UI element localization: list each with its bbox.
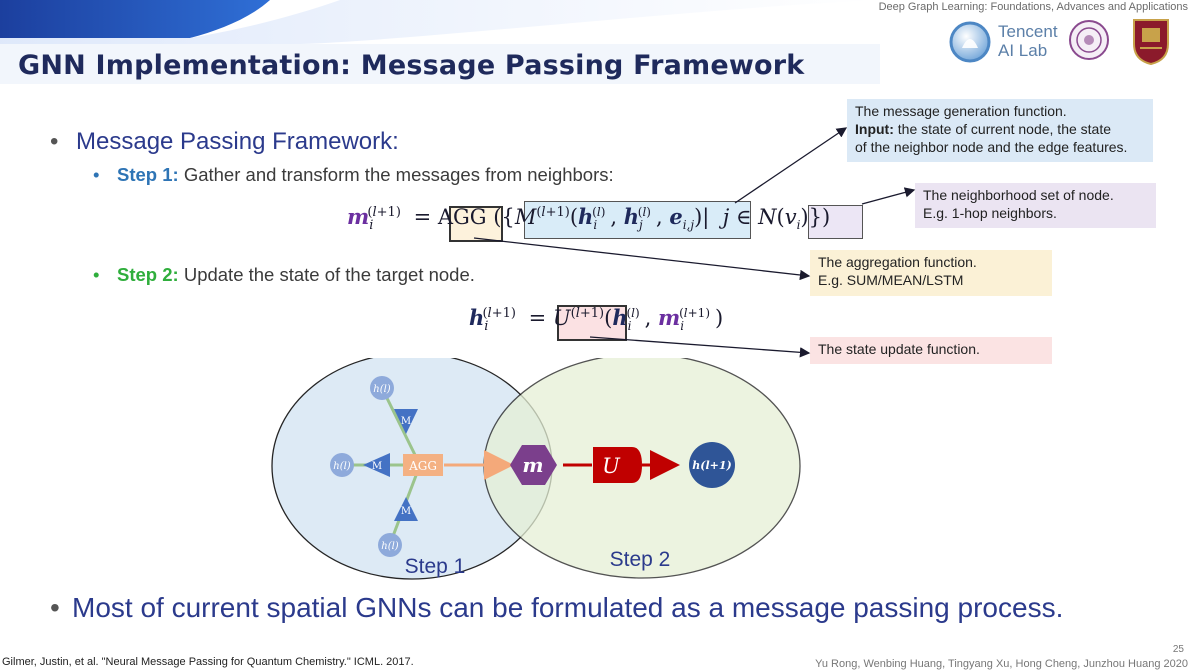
callout-update-line1: The state update function. — [818, 341, 980, 357]
update-node: U — [593, 447, 642, 483]
callout-input-text2: of the neighbor node and the edge featur… — [855, 139, 1128, 155]
step2-line: • Step 2: Update the state of the target … — [93, 264, 475, 286]
callout-aggregation-line1: The aggregation function. — [818, 254, 977, 270]
bullet-text: Message Passing Framework: — [76, 128, 399, 155]
arrow-to-update-callout — [589, 336, 811, 358]
callout-input-text: the state of current node, the state — [893, 121, 1112, 137]
logo-text-ailab: AI Lab — [998, 41, 1048, 60]
callout-input-label: Input: — [855, 121, 894, 137]
callout-message-function: The message generation function. Input: … — [847, 99, 1153, 162]
step1-text: Gather and transform the messages from n… — [178, 164, 614, 185]
callout-neighborhood-line2: E.g. 1-hop neighbors. — [923, 205, 1057, 221]
message-triangle-bottom: M — [394, 497, 418, 521]
message-passing-diagram: h(l) h(l) h(l) M M M AGG m U h(l+1) — [271, 358, 801, 580]
agg-label: AGG — [408, 459, 437, 473]
triangle-label: M — [372, 461, 382, 472]
callout-neighborhood-line1: The neighborhood set of node. — [923, 187, 1114, 203]
message-highlight-box — [524, 201, 751, 239]
message-hexagon-label: m — [522, 453, 543, 477]
agg-highlight-box — [449, 206, 503, 242]
message-hexagon: m — [510, 445, 557, 485]
agg-node: AGG — [403, 454, 443, 476]
callout-message-title: The message generation function. — [855, 103, 1067, 119]
update-highlight-box — [557, 305, 627, 341]
step1-diagram-label: Step 1 — [405, 555, 466, 578]
page-number: 25 — [1172, 644, 1184, 655]
neighborhood-highlight-box — [808, 205, 863, 239]
bullet-message-passing-framework: • Message Passing Framework: — [50, 128, 399, 156]
callout-aggregation-line2: E.g. SUM/MEAN/LSTM — [818, 272, 964, 288]
bullet-bottom-text: Most of current spatial GNNs can be form… — [72, 592, 1064, 623]
equation-update: hi(l+1) = U(l+1)(hi(l), mi(l+1)) — [469, 305, 724, 335]
bullet-dot: • — [93, 264, 100, 285]
bullet-dot: • — [50, 128, 59, 155]
university-seal-icon — [1069, 20, 1109, 60]
step2-label: Step 2: — [117, 264, 179, 285]
message-triangle-left: M — [363, 453, 390, 477]
target-node-label: h(l+1) — [692, 459, 731, 472]
arrow-to-neighborhood-callout — [861, 187, 916, 205]
citation: Gilmer, Justin, et al. "Neural Message P… — [2, 656, 414, 668]
arrow-to-message-callout — [734, 127, 848, 204]
neighbor-node-top: h(l) — [370, 376, 394, 400]
bullet-spatial-gnns: • Most of current spatial GNNs can be for… — [50, 592, 1063, 624]
logo-text-tencent: Tencent — [998, 22, 1058, 41]
authors-footer: Yu Rong, Wenbing Huang, Tingyang Xu, Hon… — [815, 658, 1188, 670]
step1-label: Step 1: — [117, 164, 179, 185]
arrow-to-aggregation-callout — [473, 237, 811, 281]
update-node-label: U — [602, 454, 621, 478]
callout-neighborhood: The neighborhood set of node. E.g. 1-hop… — [915, 183, 1156, 228]
node-label: h(l) — [381, 541, 399, 552]
step2-text: Update the state of the target node. — [178, 264, 475, 285]
header-band — [0, 0, 880, 84]
triangle-label: M — [401, 416, 411, 427]
edge — [380, 387, 422, 466]
callout-aggregation: The aggregation function. E.g. SUM/MEAN/… — [810, 250, 1052, 296]
tencent-logo-icon — [949, 21, 991, 63]
university-crest-icon — [1133, 19, 1169, 66]
message-triangle-top: M — [394, 409, 418, 434]
node-label: h(l) — [333, 461, 351, 472]
bullet-dot: • — [50, 592, 60, 623]
tencent-ai-lab-logo: Tencent AI Lab — [948, 20, 1090, 64]
neighbor-node-left: h(l) — [330, 453, 354, 477]
target-node: h(l+1) — [689, 442, 735, 488]
course-title: Deep Graph Learning: Foundations, Advanc… — [878, 1, 1188, 13]
step2-diagram-label: Step 2 — [610, 548, 671, 571]
neighbor-node-bottom: h(l) — [378, 533, 402, 557]
triangle-label: M — [401, 506, 411, 517]
callout-update: The state update function. — [810, 337, 1052, 364]
slide-title: GNN Implementation: Message Passing Fram… — [18, 50, 805, 81]
equation-message: mi(l+1) = AGG ({M(l+1)(hi(l), hj(l), ei,… — [347, 204, 831, 234]
bullet-dot: • — [93, 164, 100, 185]
step1-line: • Step 1: Gather and transform the messag… — [93, 164, 614, 186]
node-label: h(l) — [373, 384, 391, 395]
